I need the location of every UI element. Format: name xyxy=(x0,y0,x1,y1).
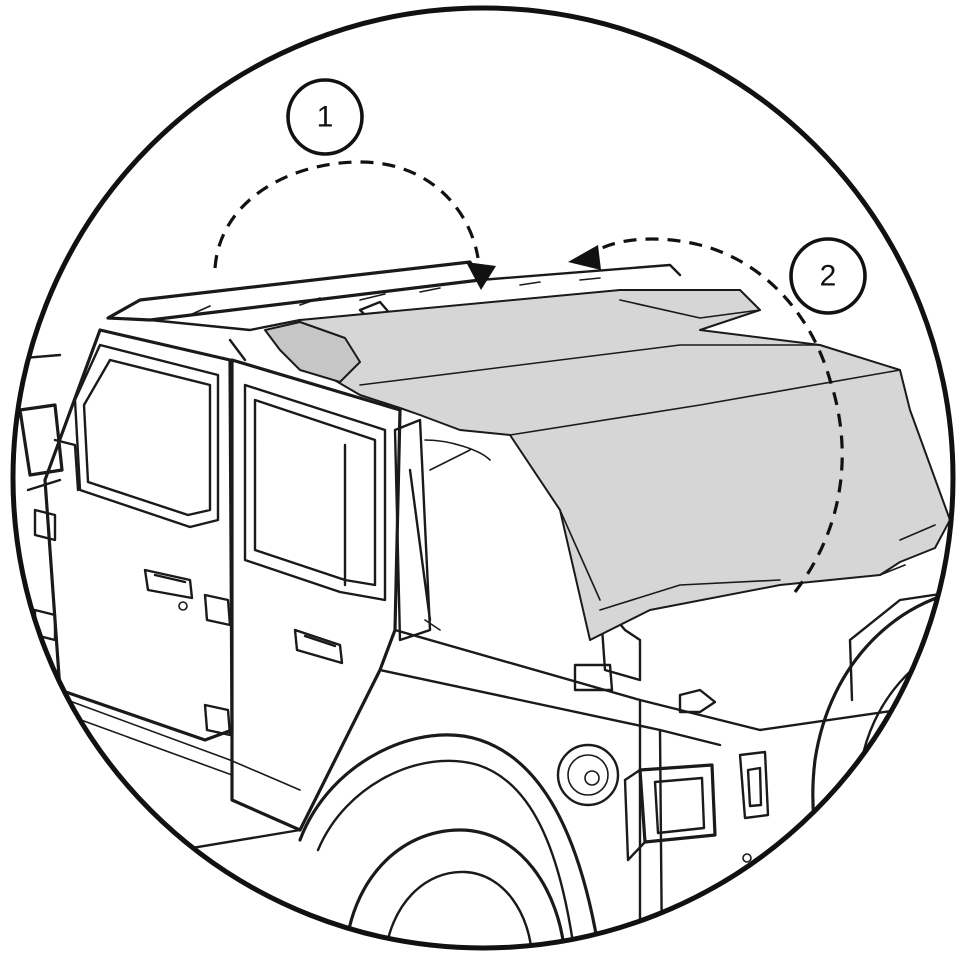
step-2-number: 2 xyxy=(820,260,837,293)
spare-tire xyxy=(813,590,967,957)
rear-fender-flare-inner xyxy=(318,761,575,957)
rear-door-hinge-upper xyxy=(205,595,230,625)
forward-fold-arrow-icon xyxy=(215,162,478,268)
fuel-door-latch xyxy=(585,771,599,785)
body-belt-line xyxy=(40,690,300,790)
vehicle-illustration xyxy=(0,262,967,957)
step-2-callout: 2 xyxy=(791,239,865,313)
arrowhead-1-icon xyxy=(466,262,496,290)
arrowhead-2-icon xyxy=(568,245,601,270)
front-door-outline xyxy=(45,330,232,740)
tail-lamp-lens xyxy=(655,778,704,833)
step-1-number: 1 xyxy=(317,101,334,134)
side-mirror-arm xyxy=(28,440,78,490)
fuel-door-inner xyxy=(568,755,608,795)
front-door-lock xyxy=(179,602,187,610)
front-door-window-inner xyxy=(84,360,210,515)
interior-cage-bar xyxy=(425,440,490,630)
front-door-hinge-upper xyxy=(35,510,55,540)
front-door-handle xyxy=(145,570,192,598)
tailgate-hinge xyxy=(740,752,768,818)
front-door-window xyxy=(75,345,218,527)
spare-tire-inner xyxy=(858,640,967,957)
rear-corner-bracket xyxy=(680,690,715,712)
rear-door-window xyxy=(245,385,385,600)
tailgate-bolt xyxy=(743,854,751,862)
rear-door-outline xyxy=(232,360,400,830)
fuel-door xyxy=(558,745,618,805)
rear-door-window-inner xyxy=(255,400,375,585)
step-1-callout: 1 xyxy=(288,80,362,154)
rear-fender-flare xyxy=(300,735,600,957)
rear-door-handle xyxy=(295,630,342,663)
